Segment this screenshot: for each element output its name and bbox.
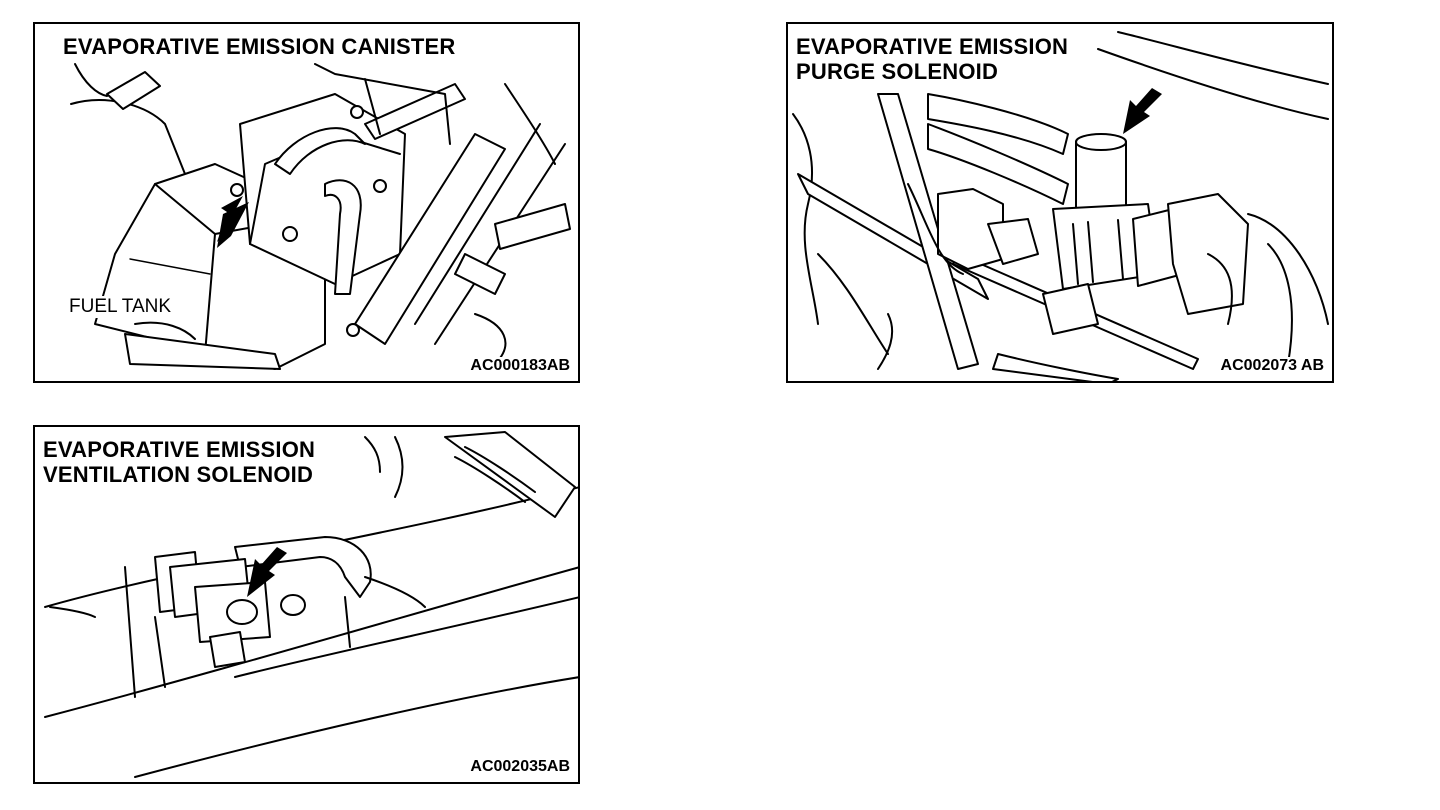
panel-title: EVAPORATIVE EMISSION VENTILATION SOLENOI… <box>43 437 316 487</box>
panel-ventilation-solenoid: EVAPORATIVE EMISSION VENTILATION SOLENOI… <box>33 425 580 784</box>
panel-canister: EVAPORATIVE EMISSION CANISTER FUEL TANK … <box>33 22 580 383</box>
fuel-tank-label: FUEL TANK <box>69 296 172 318</box>
figure-code: AC002035AB <box>468 758 572 776</box>
panel-purge-solenoid: EVAPORATIVE EMISSION PURGE SOLENOID AC00… <box>786 22 1334 383</box>
figure-code: AC002073 AB <box>1218 357 1326 375</box>
purge-solenoid-drawing <box>792 31 1329 381</box>
panel-title: EVAPORATIVE EMISSION CANISTER <box>63 34 456 59</box>
panel-title: EVAPORATIVE EMISSION PURGE SOLENOID <box>796 34 1069 84</box>
ventilation-solenoid-drawing <box>44 431 578 778</box>
evaporative-canister-drawing <box>70 63 571 370</box>
figure-code: AC000183AB <box>468 357 572 375</box>
